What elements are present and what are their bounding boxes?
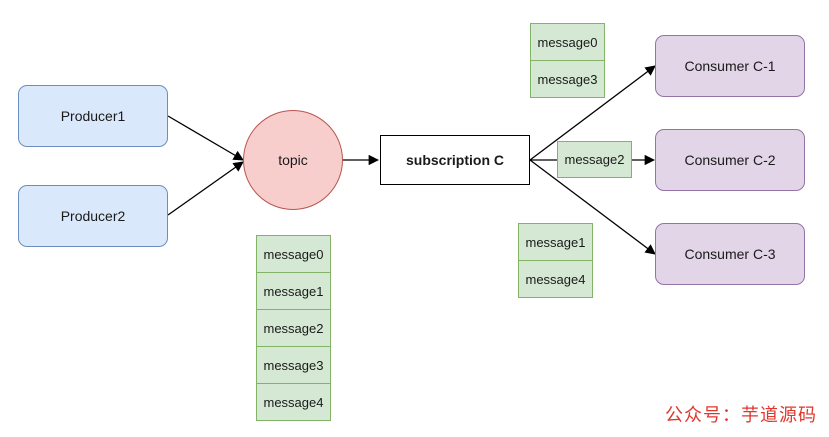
subscription-node[interactable]: subscription C	[380, 135, 530, 185]
edge-producer2-topic	[167, 161, 244, 216]
topic-label: topic	[278, 152, 308, 168]
message-item[interactable]: message3	[530, 61, 605, 98]
message-item[interactable]: message0	[256, 235, 331, 273]
producer2-label: Producer2	[60, 208, 126, 224]
watermark-text: 公众号：芋道源码	[665, 405, 817, 425]
edge-producer1-topic	[167, 115, 244, 161]
consumer1-message-stack: message0 message3	[530, 23, 605, 98]
topic-node[interactable]: topic	[243, 110, 343, 210]
message-item[interactable]: message1	[518, 223, 593, 261]
message-item[interactable]: message0	[530, 23, 605, 61]
message-item[interactable]: message1	[256, 273, 331, 310]
message-item[interactable]: message4	[256, 384, 331, 421]
producer2-node[interactable]: Producer2	[18, 185, 168, 247]
consumer-c2-node[interactable]: Consumer C-2	[655, 129, 805, 191]
consumer2-message[interactable]: message2	[557, 141, 632, 178]
consumer3-message-stack: message1 message4	[518, 223, 593, 298]
message-item[interactable]: message3	[256, 347, 331, 384]
message-item[interactable]: message4	[518, 261, 593, 298]
edge-subscription-consumer1	[529, 65, 656, 161]
consumer-c3-node[interactable]: Consumer C-3	[655, 223, 805, 285]
consumer-c1-label: Consumer C-1	[684, 58, 776, 74]
consumer-c1-node[interactable]: Consumer C-1	[655, 35, 805, 97]
producer1-label: Producer1	[60, 108, 126, 124]
topic-message-stack: message0 message1 message2 message3 mess…	[256, 235, 331, 421]
consumer-c3-label: Consumer C-3	[684, 246, 776, 262]
producer1-node[interactable]: Producer1	[18, 85, 168, 147]
edge-subscription-consumer3	[529, 159, 656, 255]
message-item[interactable]: message2	[256, 310, 331, 347]
subscription-label: subscription C	[405, 152, 504, 168]
consumer-c2-label: Consumer C-2	[684, 152, 776, 168]
